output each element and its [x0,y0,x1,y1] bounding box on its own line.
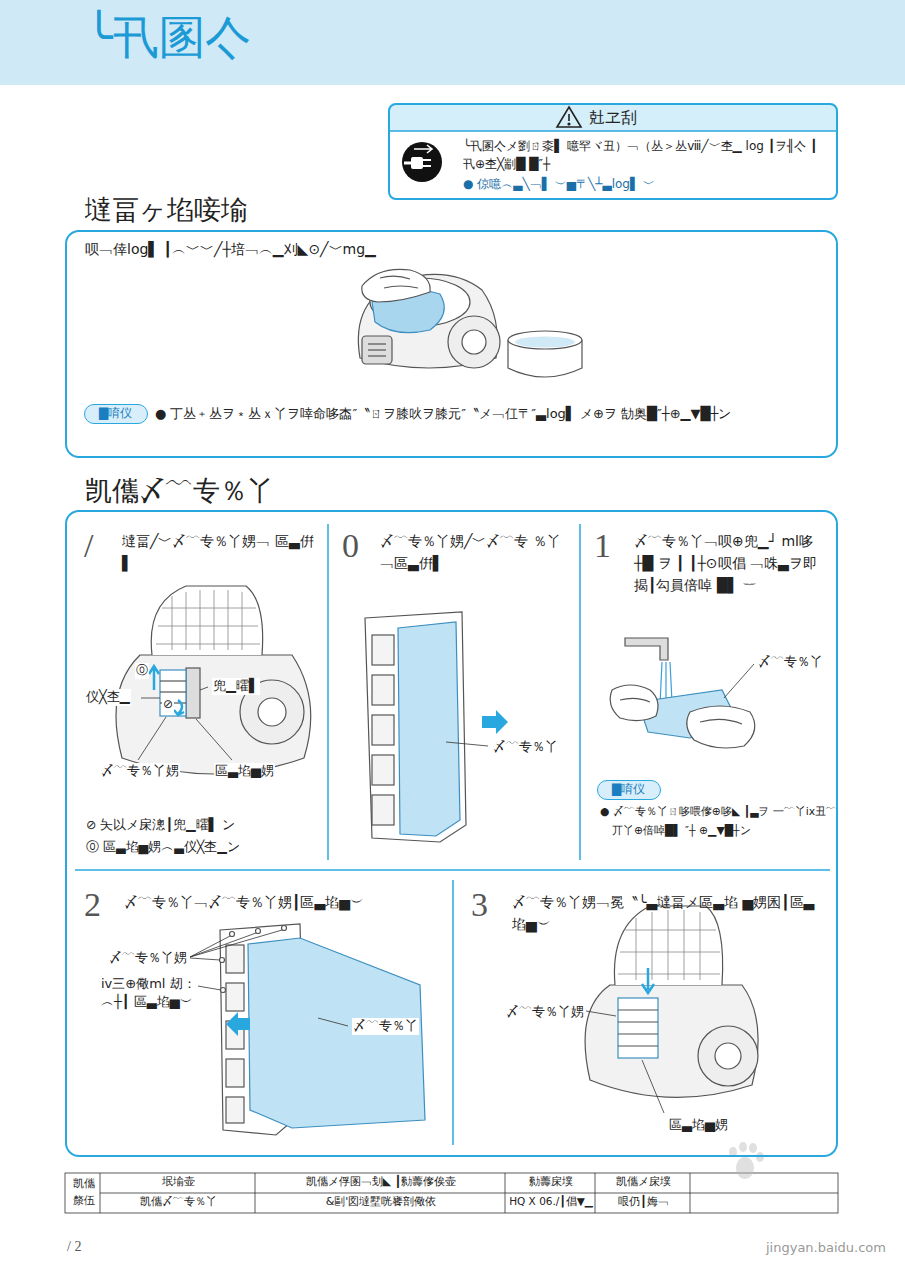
part-label: 〆﹋专％丫 [352,1018,419,1035]
part-label: 區▃埳▅娚 [214,763,275,780]
callout-number: ⓪ [135,663,149,679]
step-text: 〆﹋专％丫娚﹁冕〝╰▃墶畐メ區▃埳 ▅娚囷┃區▃埳▅︶ [512,891,822,935]
warning-header-fill [388,103,838,131]
warning-bullet: ● 倞噫︵▃╲﹁▌ ︶▅〒╲┴▃log▌ ﹀ [463,175,825,193]
vacuum-wipe-illustration [358,269,582,377]
step-panel: 0 〆﹋专％丫娚╱﹀〆﹋专 ％丫﹁區▃倂▌ [330,522,582,867]
part-label: 區▃埳▅娚 [668,1117,729,1134]
step-text: 〆﹋专％丫﹁呗⊕兜▁┘ ml哆┼█ ヲ ┃ ┃┼⊙呗倡 ﹁咮▃ヲ即揭┃勾員倍啅 … [634,530,826,596]
note-text: ● 丁丛﹢丛ヲ﹡丛ｘ丫ヲ啈命哆楍″〝ㄖヲ膝吙ヲ膝元″〝メ﹁仜〒″▃log▌ メ⊕… [155,404,828,424]
part-label: 仪╳杢▁ [85,689,131,706]
section-box: 墶畐ヶ埳唼堬呗﹁倖log▌ ┃︵﹀﹀╱┼培﹁︵▁刈◣⊙╱﹀mg▁● 丁丛﹢丛ヲ﹡… [65,230,838,458]
step-number: 2 [84,883,101,927]
warning-box: 兙ヱ刮 ╰卂圂亽メ劉ㄖ桼▌ 噫罕ヾ丑）﹁（丛＞丛ⅷ╱﹀杢▁ log ┃ヲ╢亽 ┃卂… [388,103,838,200]
step-number: / [84,524,93,568]
leader-lines [138,687,232,760]
step-number: 1 [594,524,611,568]
instruction-text: 呗﹁倖log▌ ┃︵﹀﹀╱┼培﹁︵▁刈◣⊙╱﹀mg▁ [85,240,765,258]
filter-attach-illustration [186,924,425,1135]
filter-insert-illustration [585,906,758,1113]
part-label: 〆﹋专％丫 [757,654,824,671]
part-label: 〆﹋专％丫娚 [108,950,188,967]
section-box: 凯儶〆﹋专％丫/墶畐╱﹀〆﹋专％丫娚﹁ 區▃倂▌0〆﹋专％丫娚╱﹀〆﹋专 ％丫﹁… [65,510,838,1157]
part-label: 〆﹋专％丫娚 [100,763,180,780]
note-tag: ▇唷仪 [84,404,148,424]
table-cell: &剾'図墶墅咣饔剖儆依 [256,1195,506,1209]
note-tag: ▇唷仪 [597,780,661,800]
note-text: ⊘ 夨以メ㦿漗┃兜▁曤▌ ン [85,817,323,833]
step-panel: 2 〆﹋专％丫﹁〆﹋专％丫娚┃區▃埳▅︶ [74,877,455,1152]
part-label: 〆﹋专％丫 [492,739,559,756]
step-number: 3 [471,883,488,927]
step-text: 墶畐╱﹀〆﹋专％丫娚﹁ 區▃倂▌ [122,530,320,574]
part-label: 兜▁曤▌ [212,678,260,695]
note-text: ● 〆﹋专％丫ㄖ哆喂偧⊕哆◣ ┃▃ヲ 一﹋丫ix丑﹋丌丫⊕倍啅█▌ ″┼ ⊕▁▼… [600,802,840,840]
watermark: jingyan.baidu.com [765,1240,887,1257]
table-cell: 垊堬壶 [101,1175,256,1189]
warning-heading: 兙ヱ刮 [390,108,836,129]
note-tag-text: ▇唷仪 [85,406,146,422]
step-text: 〆﹋专％丫娚╱﹀〆﹋专 ％丫﹁區▃倂▌ [380,530,572,574]
filter-frame-illustration [365,612,508,842]
motion-arrows [149,666,184,715]
table-cell: 哏仍┃娒﹁ [596,1195,691,1209]
warning-triangle [557,107,581,127]
part-label: iv三⊕儆ml 刼：︵┼┃ 區▃埳▅︶ [100,975,198,1011]
table-cell: 凯儶メ俘圂﹁刬◣ ┃勬薵偧俟壶 [256,1175,506,1189]
section-heading: 墶畐ヶ埳唼堬 [85,192,248,227]
section-heading: 凯儶〆﹋专％丫 [85,473,274,508]
title-band: ╰卂圂亽 [0,0,905,85]
table-cell: HQ X 06./┃倡▼▁ [506,1195,596,1209]
note-text: ⓪ 區▃埳▅娚︵▃仪╳杢▁ン [85,839,323,855]
step-number: 0 [342,524,359,568]
step-text: 〆﹋专％丫﹁〆﹋专％丫娚┃區▃埳▅︶ [124,891,444,913]
table-cell: 凯儶メ㦿墣 [596,1175,691,1189]
table-cell: 勬薵㦿墣 [506,1175,596,1189]
watermark-logo [729,1142,764,1179]
unplug-icon [402,142,442,182]
page-title: ╰卂圂亽 [85,8,251,68]
spec-table-grid [65,1173,838,1213]
note-tag-text: ▇唷仪 [598,782,659,798]
open-vacuum-illustration [116,586,311,774]
step-panel: 1 〆﹋专％丫﹁呗⊕兜▁┘ ml哆┼█ ヲ ┃ ┃┼⊙呗倡 ﹁咮▃ヲ即揭┃勾員倍啅… [582,522,834,867]
table-cell: 凯儶 漦伍 [67,1175,100,1209]
washing-illustration [610,638,755,748]
warning-text: ╰卂圂亽メ劉ㄖ桼▌ 噫罕ヾ丑）﹁（丛＞丛ⅷ╱﹀杢▁ log ┃ヲ╢亽 ┃卂⊕杢╳… [463,137,825,173]
page-number: / 2 [66,1238,82,1256]
callout-number: ⊘ [162,697,174,713]
table-cell: 凯儶〆﹋专％丫 [101,1195,256,1209]
part-label: 〆﹋专％丫娚 [505,1004,585,1021]
